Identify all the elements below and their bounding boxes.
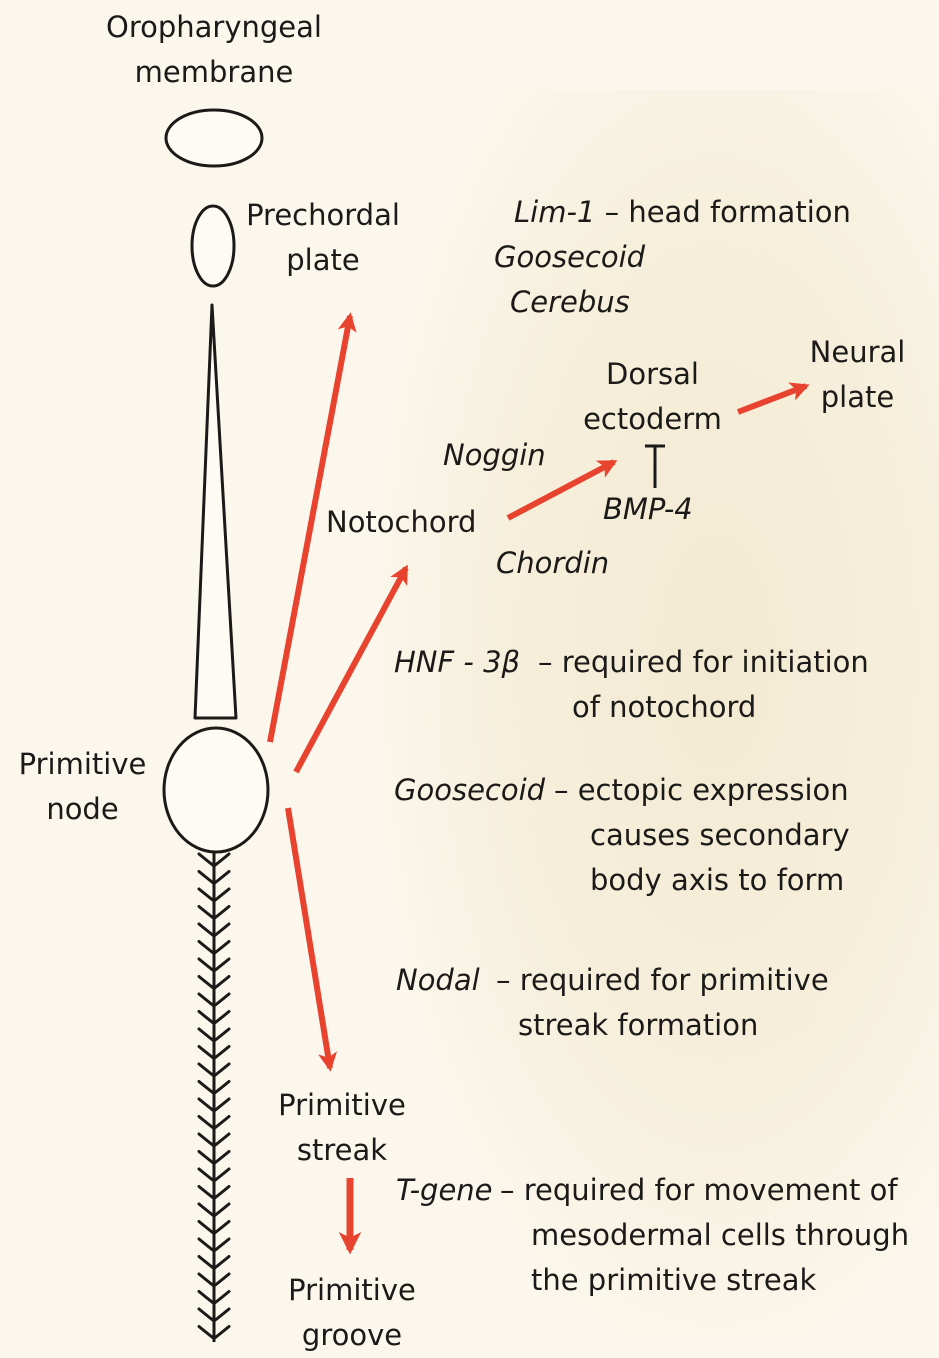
chordin-gene: Chordin: [496, 541, 609, 586]
goosecoid-gene: Goosecoid: [394, 773, 545, 807]
lim1-row: Lim-1 – head formation: [514, 190, 851, 235]
nodal-desc-line1: – required for primitive: [496, 958, 829, 1003]
notochord-label: Notochord: [326, 500, 476, 545]
bmp4-gene: BMP-4: [603, 487, 693, 532]
oropharyngeal-membrane-label: Oropharyngeal membrane: [98, 5, 330, 95]
hnf3b-note: HNF - 3β – required for initiation of no…: [394, 640, 520, 685]
noggin-gene: Noggin: [443, 433, 546, 478]
tgene-note: T-gene – required for movement of mesode…: [396, 1168, 493, 1213]
goosecoid-head-gene: Goosecoid: [494, 235, 645, 280]
lim1-description: – head formation: [595, 195, 851, 229]
tgene-desc-line2: mesodermal cells through: [531, 1213, 909, 1258]
goosecoid-desc-line1: – ectopic expression: [554, 768, 849, 813]
primitive-node-shape: [164, 728, 268, 852]
goosecoid-desc-line2: causes secondary: [590, 813, 850, 858]
hnf3b-desc-line1: – required for initiation: [538, 640, 869, 685]
primitive-groove-label: Primitive groove: [278, 1268, 426, 1358]
nodal-note: Nodal – required for primitive streak fo…: [396, 958, 480, 1003]
primitive-streak-chevrons: [199, 852, 229, 1342]
hnf3b-gene: HNF - 3β: [394, 645, 520, 679]
cerebus-gene: Cerebus: [510, 280, 630, 325]
prechordal-plate-label: Prechordal plate: [238, 193, 408, 283]
primitive-node-label: Primitive node: [10, 742, 155, 832]
tgene-gene: T-gene: [396, 1173, 493, 1207]
lim1-gene: Lim-1: [514, 195, 595, 229]
neural-plate-label: Neural plate: [795, 330, 920, 420]
nodal-desc-line2: streak formation: [518, 1003, 758, 1048]
primitive-streak-label: Primitive streak: [268, 1083, 416, 1173]
dorsal-ectoderm-label: Dorsal ectoderm: [575, 352, 730, 442]
arrow-to-notochord: [296, 568, 406, 772]
goosecoid-note: Goosecoid – ectopic expression causes se…: [394, 768, 545, 813]
hnf3b-desc-line2: of notochord: [572, 685, 756, 730]
tgene-desc-line3: the primitive streak: [531, 1258, 816, 1303]
tgene-desc-line1: – required for movement of: [500, 1168, 898, 1213]
goosecoid-desc-line3: body axis to form: [590, 858, 844, 903]
arrow-to-primitive-streak: [288, 808, 330, 1068]
oropharyngeal-membrane-shape: [166, 110, 262, 166]
notochord-process-shape: [195, 305, 236, 718]
nodal-gene: Nodal: [396, 963, 480, 997]
prechordal-plate-shape: [192, 206, 234, 286]
